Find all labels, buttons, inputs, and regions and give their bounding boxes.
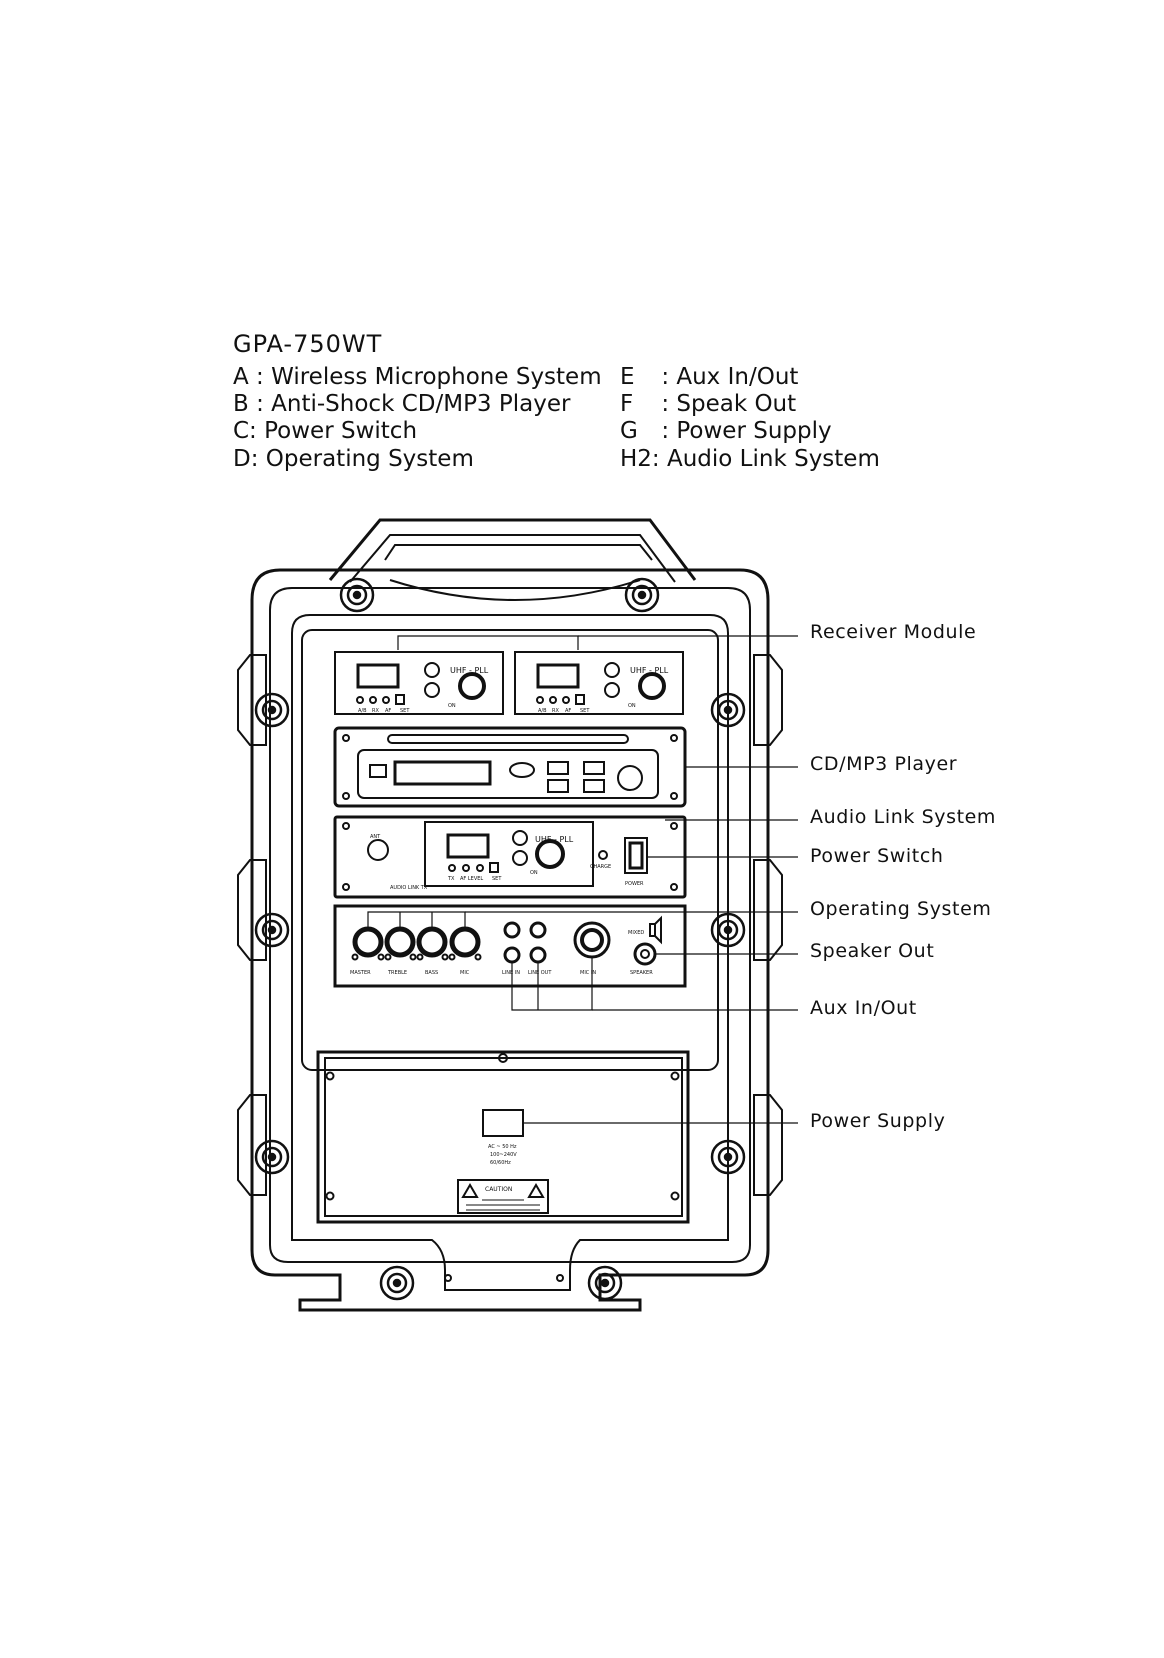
cabinet-inner-rim <box>269 587 751 1263</box>
left-bumpers <box>237 654 267 1196</box>
receiver-uhf-label: UHF - PLL <box>630 666 669 675</box>
legend-item-g: G : Power Supply <box>620 418 832 444</box>
cabinet-screws <box>254 577 746 1301</box>
legend-text: Wireless Microphone System <box>271 364 602 390</box>
operating-panel: MASTER TREBLE BASS MIC LINE IN LINE OUT … <box>333 904 687 988</box>
legend-text: Power Switch <box>264 418 418 444</box>
legend-item-f: F : Speak Out <box>620 391 796 417</box>
legend-item-b: B : Anti-Shock CD/MP3 Player <box>233 391 570 417</box>
callout-operating-system: Operating System <box>810 898 992 920</box>
receiver-set-label: SET <box>400 708 410 714</box>
receiver-set-label: SET <box>580 708 590 714</box>
master-label: MASTER <box>350 970 371 976</box>
audio-link-tx-label: AUDIO LINK TX <box>390 885 428 891</box>
legend-key: D: <box>233 446 259 472</box>
legend-item-d: D: Operating System <box>233 446 474 472</box>
callout-cd-mp3-player: CD/MP3 Player <box>810 753 958 775</box>
legend-text: Anti-Shock CD/MP3 Player <box>271 391 571 417</box>
callout-audio-link-system: Audio Link System <box>810 806 997 828</box>
ac-rating-line-1: AC ~ 50 Hz <box>488 1144 517 1150</box>
receiver-rx-label: RX <box>552 708 559 714</box>
receiver-on-label: ON <box>628 703 636 709</box>
legend-item-a: A : Wireless Microphone System <box>233 364 602 390</box>
legend-text: : Power Supply <box>661 418 832 444</box>
line-in-label: LINE IN <box>502 970 520 976</box>
legend-text: : Aux In/Out <box>661 364 799 390</box>
right-bumpers <box>753 654 783 1196</box>
legend-key: E <box>620 364 635 390</box>
model-title: GPA-750WT <box>233 330 383 358</box>
tx-label: TX <box>447 876 455 882</box>
callout-power-supply: Power Supply <box>810 1110 946 1132</box>
mic-label: MIC <box>460 970 470 976</box>
callout-receiver-module: Receiver Module <box>810 621 977 643</box>
legend-key: H2: <box>620 446 660 472</box>
line-out-label: LINE OUT <box>528 970 552 976</box>
cd-mp3-player-panel <box>333 726 687 808</box>
legend-item-h2: H2: Audio Link System <box>620 446 880 472</box>
receiver-on-label: ON <box>448 703 456 709</box>
legend-key: A : <box>233 364 264 390</box>
power-supply-panel: AC ~ 50 Hz 100~240V 60/60Hz CAUTION <box>316 1050 690 1282</box>
audio-link-panel: ANT AUDIO LINK TX UHF - PLL TX AF LEVEL … <box>333 815 687 899</box>
front-panel-frame <box>301 629 719 1071</box>
receiver-module-right: UHF - PLL A/B RX AF SET ON <box>514 651 684 715</box>
af-level-label: AF LEVEL <box>460 876 483 882</box>
receiver-rx-label: RX <box>372 708 379 714</box>
cabinet-face <box>291 614 729 1291</box>
callout-aux-in-out: Aux In/Out <box>810 997 917 1019</box>
legend-text: Audio Link System <box>667 446 880 472</box>
callout-power-switch: Power Switch <box>810 845 944 867</box>
ant-label: ANT <box>370 834 381 840</box>
legend-text: Operating System <box>265 446 474 472</box>
legend-key: B : <box>233 391 264 417</box>
receiver-ab-label: A/B <box>538 708 547 714</box>
caution-label: CAUTION <box>485 1186 512 1193</box>
receiver-af-label: AF <box>385 708 391 714</box>
callout-speaker-out: Speaker Out <box>810 940 935 962</box>
ac-rating-line-2: 100~240V <box>490 1152 517 1158</box>
tx-set-label: SET <box>492 876 502 882</box>
tx-uhf-label: UHF - PLL <box>535 835 574 844</box>
legend-key: C: <box>233 418 257 444</box>
receiver-ab-label: A/B <box>358 708 367 714</box>
receiver-module-left: UHF - PLL A/B RX AF SET ON <box>334 651 504 715</box>
mixed-label: MIXED <box>628 930 644 936</box>
receiver-uhf-label: UHF - PLL <box>450 666 489 675</box>
power-label: POWER <box>625 881 644 887</box>
cabinet-outer <box>250 568 770 1312</box>
tx-on-label: ON <box>530 870 538 876</box>
charge-label: CHARGE <box>590 864 611 870</box>
legend-item-c: C: Power Switch <box>233 418 417 444</box>
treble-label: TREBLE <box>387 970 407 976</box>
mic-in-label: MIC IN <box>580 970 596 976</box>
receiver-af-label: AF <box>565 708 571 714</box>
bass-label: BASS <box>425 970 438 976</box>
speaker-label: SPEAKER <box>630 970 653 976</box>
leader-lines <box>367 635 798 1124</box>
legend-key: G <box>620 418 638 444</box>
legend-item-e: E : Aux In/Out <box>620 364 798 390</box>
legend-text: : Speak Out <box>661 391 797 417</box>
legend-key: F <box>620 391 634 417</box>
ac-rating-line-3: 60/60Hz <box>490 1160 511 1166</box>
